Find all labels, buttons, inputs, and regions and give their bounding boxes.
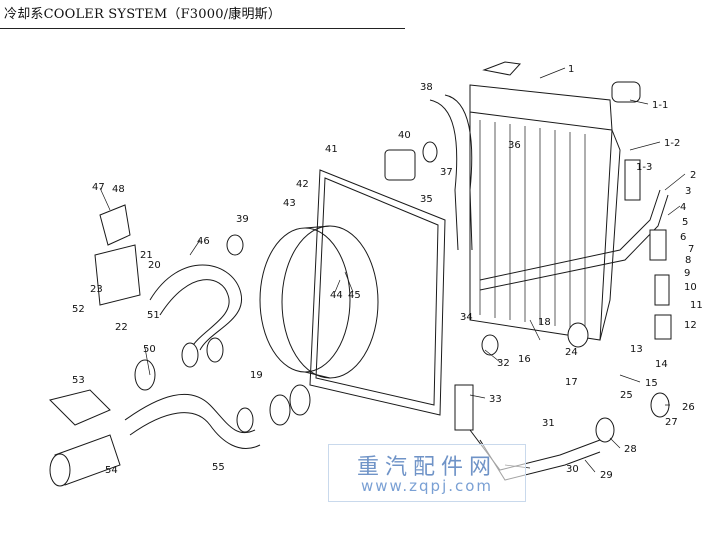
- callout-24: 24: [565, 347, 578, 358]
- callout-34: 34: [460, 312, 473, 323]
- callout-38: 38: [420, 82, 433, 93]
- callout-4: 4: [680, 202, 686, 213]
- callout-8: 8: [685, 255, 691, 266]
- callout-7: 7: [688, 244, 694, 255]
- radiator-assembly: [469, 61, 641, 341]
- callout-14: 14: [655, 359, 668, 370]
- callout-33: 33: [489, 394, 502, 405]
- callout-42: 42: [296, 179, 309, 190]
- watermark-url: www.zqpj.com: [360, 477, 494, 495]
- callout-13: 13: [630, 344, 643, 355]
- callout-45: 45: [348, 290, 361, 301]
- callout-10: 10: [684, 282, 697, 293]
- upper-pipe: [384, 94, 473, 251]
- callout-18: 18: [538, 317, 551, 328]
- fan-ring: [259, 225, 379, 379]
- callout-46: 46: [197, 236, 210, 247]
- callout-17: 17: [565, 377, 578, 388]
- callout-27: 27: [665, 417, 678, 428]
- callout-30: 30: [566, 464, 579, 475]
- callout-labels: 1 1-1 1-2 1-3 2 3 4 5 6 7 8 9 10 11 12 1…: [72, 64, 703, 481]
- callout-26: 26: [682, 402, 695, 413]
- callout-6: 6: [680, 232, 686, 243]
- callout-25: 25: [620, 390, 633, 401]
- callout-43: 43: [283, 198, 296, 209]
- callout-11: 11: [690, 300, 703, 311]
- callout-5: 5: [682, 217, 688, 228]
- callout-37: 37: [440, 167, 453, 178]
- callout-1-1: 1-1: [652, 100, 668, 111]
- callout-2: 2: [690, 170, 696, 181]
- callout-12: 12: [684, 320, 697, 331]
- callout-16: 16: [518, 354, 531, 365]
- callout-48: 48: [112, 184, 125, 195]
- callout-44: 44: [330, 290, 343, 301]
- callout-19: 19: [250, 370, 263, 381]
- left-brackets: [94, 204, 244, 306]
- callout-51: 51: [147, 310, 160, 321]
- watermark: 重汽配件网 www.zqpj.com: [328, 444, 526, 502]
- callout-1-2: 1-2: [664, 138, 680, 149]
- callout-40: 40: [398, 130, 411, 141]
- callout-54: 54: [105, 465, 118, 476]
- callout-3: 3: [685, 186, 691, 197]
- callout-32: 32: [497, 358, 510, 369]
- callout-9: 9: [684, 268, 690, 279]
- callout-31: 31: [542, 418, 555, 429]
- right-pipes: [479, 189, 672, 443]
- callout-55: 55: [212, 462, 225, 473]
- fan-shroud-frame: [309, 169, 446, 416]
- callout-52: 52: [72, 304, 85, 315]
- callout-20: 20: [148, 260, 161, 271]
- callout-1-3: 1-3: [636, 162, 652, 173]
- callout-28: 28: [624, 444, 637, 455]
- callout-22: 22: [115, 322, 128, 333]
- callout-50: 50: [143, 344, 156, 355]
- watermark-title: 重汽配件网: [356, 455, 497, 480]
- callout-21: 21: [140, 250, 153, 261]
- callout-23: 23: [90, 284, 103, 295]
- hoses: [49, 264, 311, 487]
- callout-1: 1: [568, 64, 574, 75]
- callout-47: 47: [92, 182, 105, 193]
- callout-41: 41: [325, 144, 338, 155]
- title-underline: [0, 28, 405, 29]
- diagram-title: 冷却系COOLER SYSTEM（F3000/康明斯）: [4, 7, 282, 22]
- callout-53: 53: [72, 375, 85, 386]
- callout-39: 39: [236, 214, 249, 225]
- callout-36: 36: [508, 140, 521, 151]
- callout-15: 15: [645, 378, 658, 389]
- callout-29: 29: [600, 470, 613, 481]
- callout-35: 35: [420, 194, 433, 205]
